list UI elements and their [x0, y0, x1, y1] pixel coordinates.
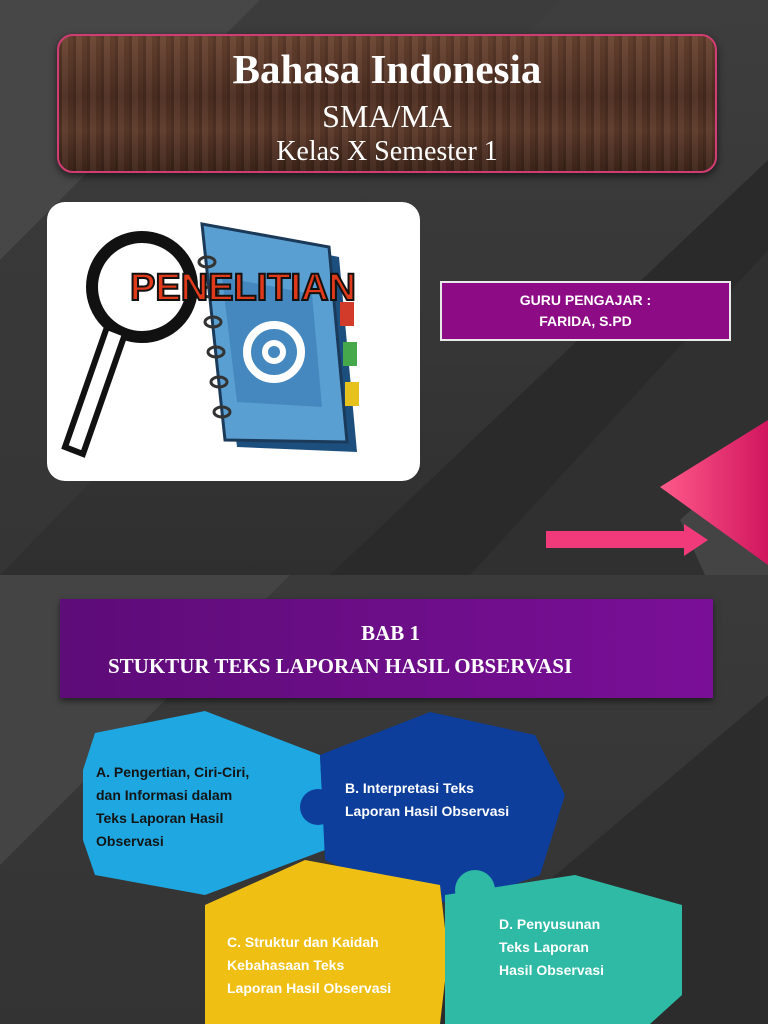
- illustration-label: PENELITIAN: [130, 267, 356, 309]
- pink-triangle-decoration: [660, 420, 768, 565]
- puzzle-diagram: [83, 711, 682, 1024]
- notebook-magnifier-illustration: PENELITIAN: [61, 222, 359, 458]
- chapter-banner: BAB 1 STUKTUR TEKS LAPORAN HASIL OBSERVA…: [60, 599, 713, 698]
- piece-b-text: B. Interpretasi Teks Laporan Hasil Obser…: [345, 780, 510, 819]
- arrow-right-icon: [546, 524, 708, 556]
- piece-a-text: A. Pengertian, Ciri-Ciri, dan Informasi …: [96, 764, 250, 849]
- teacher-info-box: GURU PENGAJAR : FARIDA, S.PD: [440, 281, 731, 341]
- page-title: Bahasa Indonesia: [232, 46, 542, 92]
- puzzle-piece-a: [83, 711, 325, 895]
- title-plaque: Bahasa Indonesia SMA/MA Kelas X Semester…: [57, 34, 717, 173]
- teacher-name: FARIDA, S.PD: [539, 313, 632, 329]
- chapter-title: STUKTUR TEKS LAPORAN HASIL OBSERVASI: [108, 654, 573, 678]
- notebook-icon: [197, 222, 359, 452]
- puzzle-piece-c: [205, 860, 448, 1024]
- puzzle-piece-b: [320, 712, 565, 905]
- research-illustration-card: PENELITIAN: [47, 202, 420, 481]
- page-subtitle: SMA/MA: [322, 98, 452, 134]
- piece-d-text: D. Penyusunan Teks Laporan Hasil Observa…: [499, 916, 605, 978]
- chapter-number: BAB 1: [361, 621, 420, 645]
- title-slide: Bahasa Indonesia SMA/MA Kelas X Semester…: [0, 0, 768, 575]
- puzzle-piece-d: [445, 875, 682, 1024]
- magnifier-icon: [61, 231, 198, 458]
- chapter-slide: BAB 1 STUKTUR TEKS LAPORAN HASIL OBSERVA…: [0, 575, 768, 1024]
- piece-c-text: C. Struktur dan Kaidah Kebahasaan Teks L…: [227, 934, 392, 996]
- class-semester-label: Kelas X Semester 1: [276, 136, 498, 167]
- teacher-heading: GURU PENGAJAR :: [519, 292, 652, 308]
